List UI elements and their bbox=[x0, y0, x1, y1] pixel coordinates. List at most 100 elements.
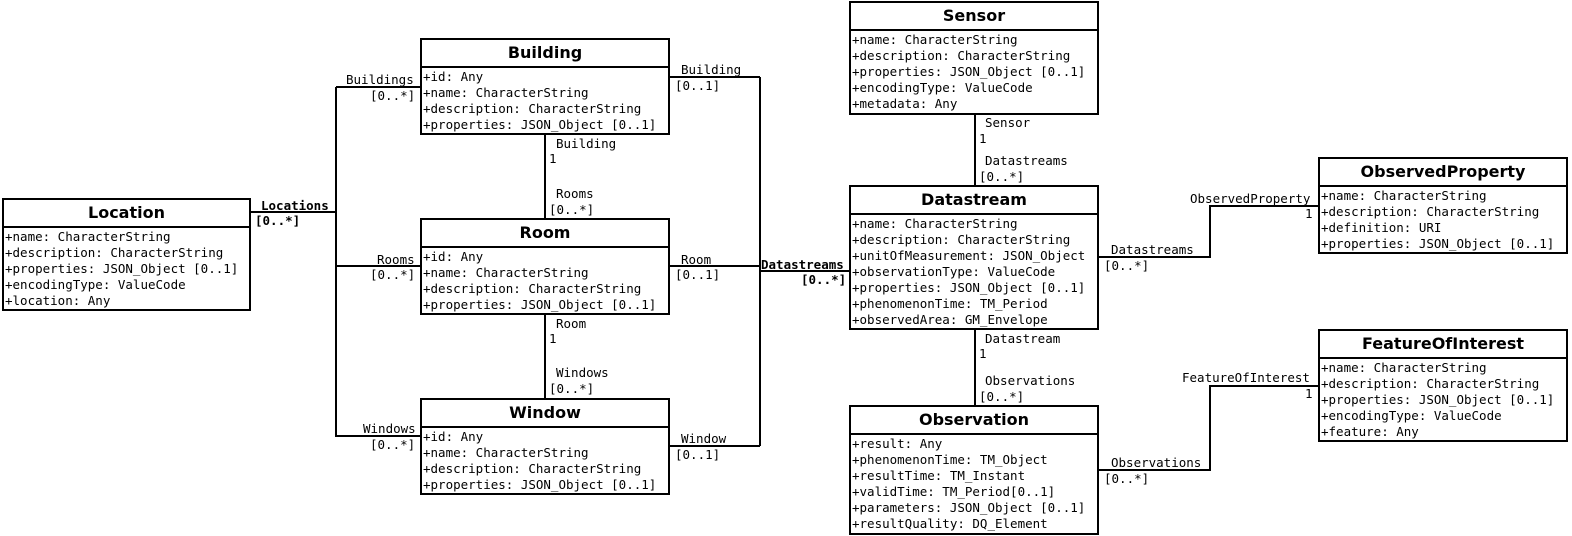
attribute: +properties: JSON_Object [0..1] bbox=[423, 477, 657, 492]
role-label: Buildings bbox=[346, 72, 414, 87]
attribute: +parameters: JSON_Object [0..1] bbox=[852, 500, 1086, 515]
attribute: +name: CharacterString bbox=[852, 216, 1018, 231]
class-building-title: Building bbox=[422, 40, 668, 68]
attribute: +description: CharacterString bbox=[5, 245, 224, 260]
class-feature-of-interest-attributes: +name: CharacterString +description: Cha… bbox=[1320, 359, 1566, 440]
attribute: +name: CharacterString bbox=[1321, 360, 1487, 375]
attribute: +name: CharacterString bbox=[423, 445, 589, 460]
attribute: +name: CharacterString bbox=[852, 32, 1018, 47]
attribute: +encodingType: ValueCode bbox=[1321, 408, 1502, 423]
attribute: +encodingType: ValueCode bbox=[5, 277, 186, 292]
multiplicity-label: [0..*] bbox=[1104, 258, 1150, 273]
role-label: Room bbox=[681, 252, 712, 267]
class-location[interactable]: Location +name: CharacterString +descrip… bbox=[2, 198, 251, 311]
multiplicity-label: [0..1] bbox=[675, 78, 721, 93]
attribute: +name: CharacterString bbox=[423, 265, 589, 280]
attribute: +name: CharacterString bbox=[5, 229, 171, 244]
role-label: Datastreams bbox=[761, 257, 844, 272]
attribute: +phenomenonTime: TM_Object bbox=[852, 452, 1048, 467]
class-building-attributes: +id: Any +name: CharacterString +descrip… bbox=[422, 68, 668, 133]
class-room[interactable]: Room +id: Any +name: CharacterString +de… bbox=[420, 218, 670, 315]
role-label: Observations bbox=[985, 373, 1076, 388]
attribute: +id: Any bbox=[423, 429, 484, 444]
multiplicity-label: 1 bbox=[1305, 386, 1313, 401]
class-window[interactable]: Window +id: Any +name: CharacterString +… bbox=[420, 398, 670, 495]
multiplicity-label: [0..*] bbox=[370, 267, 416, 282]
attribute: +location: Any bbox=[5, 293, 111, 308]
multiplicity-label: [0..*] bbox=[549, 202, 595, 217]
multiplicity-label: [0..1] bbox=[675, 447, 721, 462]
class-observation-attributes: +result: Any +phenomenonTime: TM_Object … bbox=[851, 435, 1097, 532]
attribute: +description: CharacterString bbox=[423, 101, 642, 116]
multiplicity-label: [0..*] bbox=[801, 272, 847, 287]
attribute: +feature: Any bbox=[1321, 424, 1419, 439]
datastream-observedproperty-line bbox=[1098, 205, 1319, 258]
attribute: +metadata: Any bbox=[852, 96, 958, 111]
attribute: +description: CharacterString bbox=[852, 232, 1071, 247]
role-label: Datastreams bbox=[985, 153, 1068, 168]
attribute: +phenomenonTime: TM_Period bbox=[852, 296, 1048, 311]
class-sensor-attributes: +name: CharacterString +description: Cha… bbox=[851, 31, 1097, 112]
attribute: +description: CharacterString bbox=[423, 461, 642, 476]
role-label: Building bbox=[556, 136, 617, 151]
role-label: Observations bbox=[1111, 455, 1202, 470]
attribute: +properties: JSON_Object [0..1] bbox=[423, 117, 657, 132]
class-window-attributes: +id: Any +name: CharacterString +descrip… bbox=[422, 428, 668, 493]
class-location-attributes: +name: CharacterString +description: Cha… bbox=[4, 228, 249, 309]
multiplicity-label: [0..*] bbox=[979, 169, 1025, 184]
attribute: +resultTime: TM_Instant bbox=[852, 468, 1026, 483]
role-label: Sensor bbox=[985, 115, 1031, 130]
attribute: +properties: JSON_Object [0..1] bbox=[423, 297, 657, 312]
class-sensor[interactable]: Sensor +name: CharacterString +descripti… bbox=[849, 1, 1099, 115]
attribute: +properties: JSON_Object [0..1] bbox=[852, 280, 1086, 295]
attribute: +definition: URI bbox=[1321, 220, 1442, 235]
class-observation[interactable]: Observation +result: Any +phenomenonTime… bbox=[849, 405, 1099, 535]
attribute: +name: CharacterString bbox=[423, 85, 589, 100]
attribute: +validTime: TM_Period[0..1] bbox=[852, 484, 1056, 499]
class-window-title: Window bbox=[422, 400, 668, 428]
attribute: +id: Any bbox=[423, 69, 484, 84]
class-feature-of-interest[interactable]: FeatureOfInterest +name: CharacterString… bbox=[1318, 329, 1568, 442]
multiplicity-label: [0..*] bbox=[255, 213, 301, 228]
attribute: +description: CharacterString bbox=[1321, 376, 1540, 391]
observation-featureofinterest-line bbox=[1098, 385, 1319, 471]
attribute: +properties: JSON_Object [0..1] bbox=[5, 261, 239, 276]
multiplicity-label: 1 bbox=[1305, 206, 1313, 221]
class-datastream[interactable]: Datastream +name: CharacterString +descr… bbox=[849, 185, 1099, 330]
role-label: Rooms bbox=[377, 252, 415, 267]
class-observed-property[interactable]: ObservedProperty +name: CharacterString … bbox=[1318, 157, 1568, 254]
role-label: ObservedProperty bbox=[1190, 191, 1311, 206]
role-label: Datastreams bbox=[1111, 242, 1194, 257]
class-observed-property-title: ObservedProperty bbox=[1320, 159, 1566, 187]
attribute: +unitOfMeasurement: JSON_Object bbox=[852, 248, 1086, 263]
multiplicity-label: 1 bbox=[549, 151, 557, 166]
multiplicity-label: [0..*] bbox=[979, 389, 1025, 404]
class-observed-property-attributes: +name: CharacterString +description: Cha… bbox=[1320, 187, 1566, 252]
attribute: +resultQuality: DQ_Element bbox=[852, 516, 1048, 531]
role-label: Windows bbox=[556, 365, 609, 380]
class-room-attributes: +id: Any +name: CharacterString +descrip… bbox=[422, 248, 668, 313]
class-feature-of-interest-title: FeatureOfInterest bbox=[1320, 331, 1566, 359]
role-label: Datastream bbox=[985, 331, 1061, 346]
role-label: FeatureOfInterest bbox=[1182, 370, 1310, 385]
class-datastream-attributes: +name: CharacterString +description: Cha… bbox=[851, 215, 1097, 328]
attribute: +description: CharacterString bbox=[423, 281, 642, 296]
role-label: Rooms bbox=[556, 186, 594, 201]
multiplicity-label: [0..*] bbox=[370, 437, 416, 452]
attribute: +observationType: ValueCode bbox=[852, 264, 1056, 279]
class-sensor-title: Sensor bbox=[851, 3, 1097, 31]
attribute: +properties: JSON_Object [0..1] bbox=[1321, 236, 1555, 251]
class-observation-title: Observation bbox=[851, 407, 1097, 435]
attribute: +properties: JSON_Object [0..1] bbox=[1321, 392, 1555, 407]
class-building[interactable]: Building +id: Any +name: CharacterString… bbox=[420, 38, 670, 135]
multiplicity-label: 1 bbox=[549, 331, 557, 346]
multiplicity-label: [0..*] bbox=[370, 88, 416, 103]
role-label: Window bbox=[681, 431, 727, 446]
attribute: +result: Any bbox=[852, 436, 943, 451]
class-datastream-title: Datastream bbox=[851, 187, 1097, 215]
class-location-title: Location bbox=[4, 200, 249, 228]
role-label: Locations bbox=[261, 198, 329, 213]
attribute: +encodingType: ValueCode bbox=[852, 80, 1033, 95]
